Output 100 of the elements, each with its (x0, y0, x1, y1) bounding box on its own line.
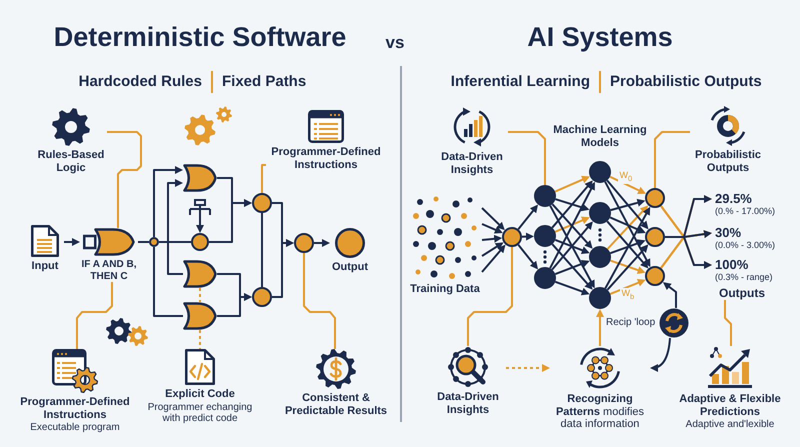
logic-node (252, 287, 272, 307)
node-caption: Adaptive & Flexible Predictions (678, 393, 782, 418)
arrow (518, 204, 538, 230)
node-caption: Programmer-Defined Instructions (270, 146, 382, 171)
arrow (552, 244, 593, 290)
neuron-node (589, 287, 611, 309)
neuron-node (534, 185, 556, 207)
arrow (604, 181, 650, 268)
percentage-value: 100% (715, 258, 748, 272)
arrow (481, 207, 505, 230)
arrow (662, 282, 677, 308)
neuron-node (645, 188, 665, 208)
arrow (604, 206, 650, 289)
arrow (549, 205, 595, 288)
arrow (610, 239, 646, 254)
arrow (554, 176, 590, 193)
arrow (554, 216, 590, 233)
leader-line (508, 131, 546, 185)
arrow (314, 239, 330, 247)
neuron-node (645, 266, 665, 286)
connector-line (138, 241, 149, 243)
node-caption: Output (332, 261, 368, 274)
arrow (552, 204, 593, 249)
arrow (606, 220, 648, 268)
arrow (481, 244, 506, 273)
versus-label: vs (386, 33, 404, 53)
arrow (596, 309, 604, 346)
connector-line (153, 247, 183, 317)
leader-line (107, 131, 142, 228)
neuron-node (589, 202, 611, 224)
arrow (481, 242, 504, 257)
leader-line (467, 247, 513, 346)
arrow (606, 244, 648, 290)
arrow (555, 198, 590, 212)
arrow (610, 279, 646, 295)
connector-line (261, 213, 263, 287)
dashed-leader-line (199, 288, 201, 302)
node-caption: Explicit Code (165, 388, 235, 400)
node-description: Programmer echanging with predict code (146, 402, 254, 424)
neuron-node (534, 225, 556, 247)
leader-line (76, 282, 113, 349)
junction-dot (149, 237, 159, 247)
range-text: (0.3% - range) (715, 272, 773, 282)
neuron-node (589, 161, 611, 183)
arrow (650, 338, 671, 372)
arrow (554, 260, 590, 276)
percentage-value: 29.5% (715, 192, 752, 206)
arrow (609, 176, 646, 194)
arrow (482, 223, 503, 234)
panel-title: AI Systems (527, 22, 673, 53)
arrow (551, 221, 593, 270)
dashed-leader-line (199, 330, 201, 349)
node-caption: Programmer-Defined Instructions (19, 396, 131, 421)
node-caption: Probabilistic Outputs (694, 149, 762, 174)
leader-line (261, 164, 266, 193)
arrow (606, 180, 648, 230)
range-text: (0.% - 17.00%) (715, 206, 776, 216)
logic-node (191, 233, 209, 251)
arrow (272, 239, 294, 298)
subtitle-text: Probabilistic Outputs (610, 73, 762, 91)
node-description: Adaptive and'lexible (686, 419, 774, 430)
side-caption: Recip 'loop (606, 317, 656, 329)
panel-title: Deterministic Software (54, 22, 346, 53)
node-description: Executable program (30, 422, 120, 434)
arrow (209, 199, 252, 243)
node-caption: Recognizing Patterns modifies data information (554, 393, 646, 430)
leader-line (724, 300, 732, 346)
edge-label: W$_{b}$ (620, 288, 636, 302)
arrow (549, 182, 595, 269)
arrow (217, 293, 252, 317)
arrow (153, 166, 183, 237)
range-text: (0.0% - 3.00%) (715, 240, 776, 250)
subtitle-text: Inferential Learning (450, 73, 590, 91)
arrow (610, 260, 646, 274)
arrow (196, 220, 204, 233)
edge-label: W$_{0}$ (618, 170, 634, 184)
neuron-node (534, 267, 556, 289)
neuron-node (502, 227, 522, 247)
arrow (522, 232, 534, 241)
arrow (518, 244, 538, 270)
node-caption: Data-Driven Insights (436, 391, 500, 416)
node-caption: Outputs (719, 286, 765, 300)
section-label: Machine Learning Models (552, 124, 648, 149)
arrow (610, 216, 646, 234)
leader-line (303, 253, 336, 349)
subtitle-text: Fixed Paths (222, 73, 306, 91)
connector-line (159, 241, 183, 275)
dotted-arrow (506, 364, 550, 372)
subtitle-text: Hardcoded Rules (78, 73, 202, 91)
node-caption: IF A AND B, THEN C (80, 259, 138, 282)
arrow (554, 238, 590, 254)
node-caption: Rules-Based Logic (36, 149, 106, 174)
arrow (606, 205, 648, 250)
node-caption: Input (32, 260, 58, 272)
arrow (554, 280, 590, 296)
arrow (64, 238, 80, 246)
arrow (551, 180, 593, 228)
node-caption: Training Data (410, 283, 480, 296)
logic-node (252, 193, 272, 213)
leader-line (654, 131, 690, 188)
